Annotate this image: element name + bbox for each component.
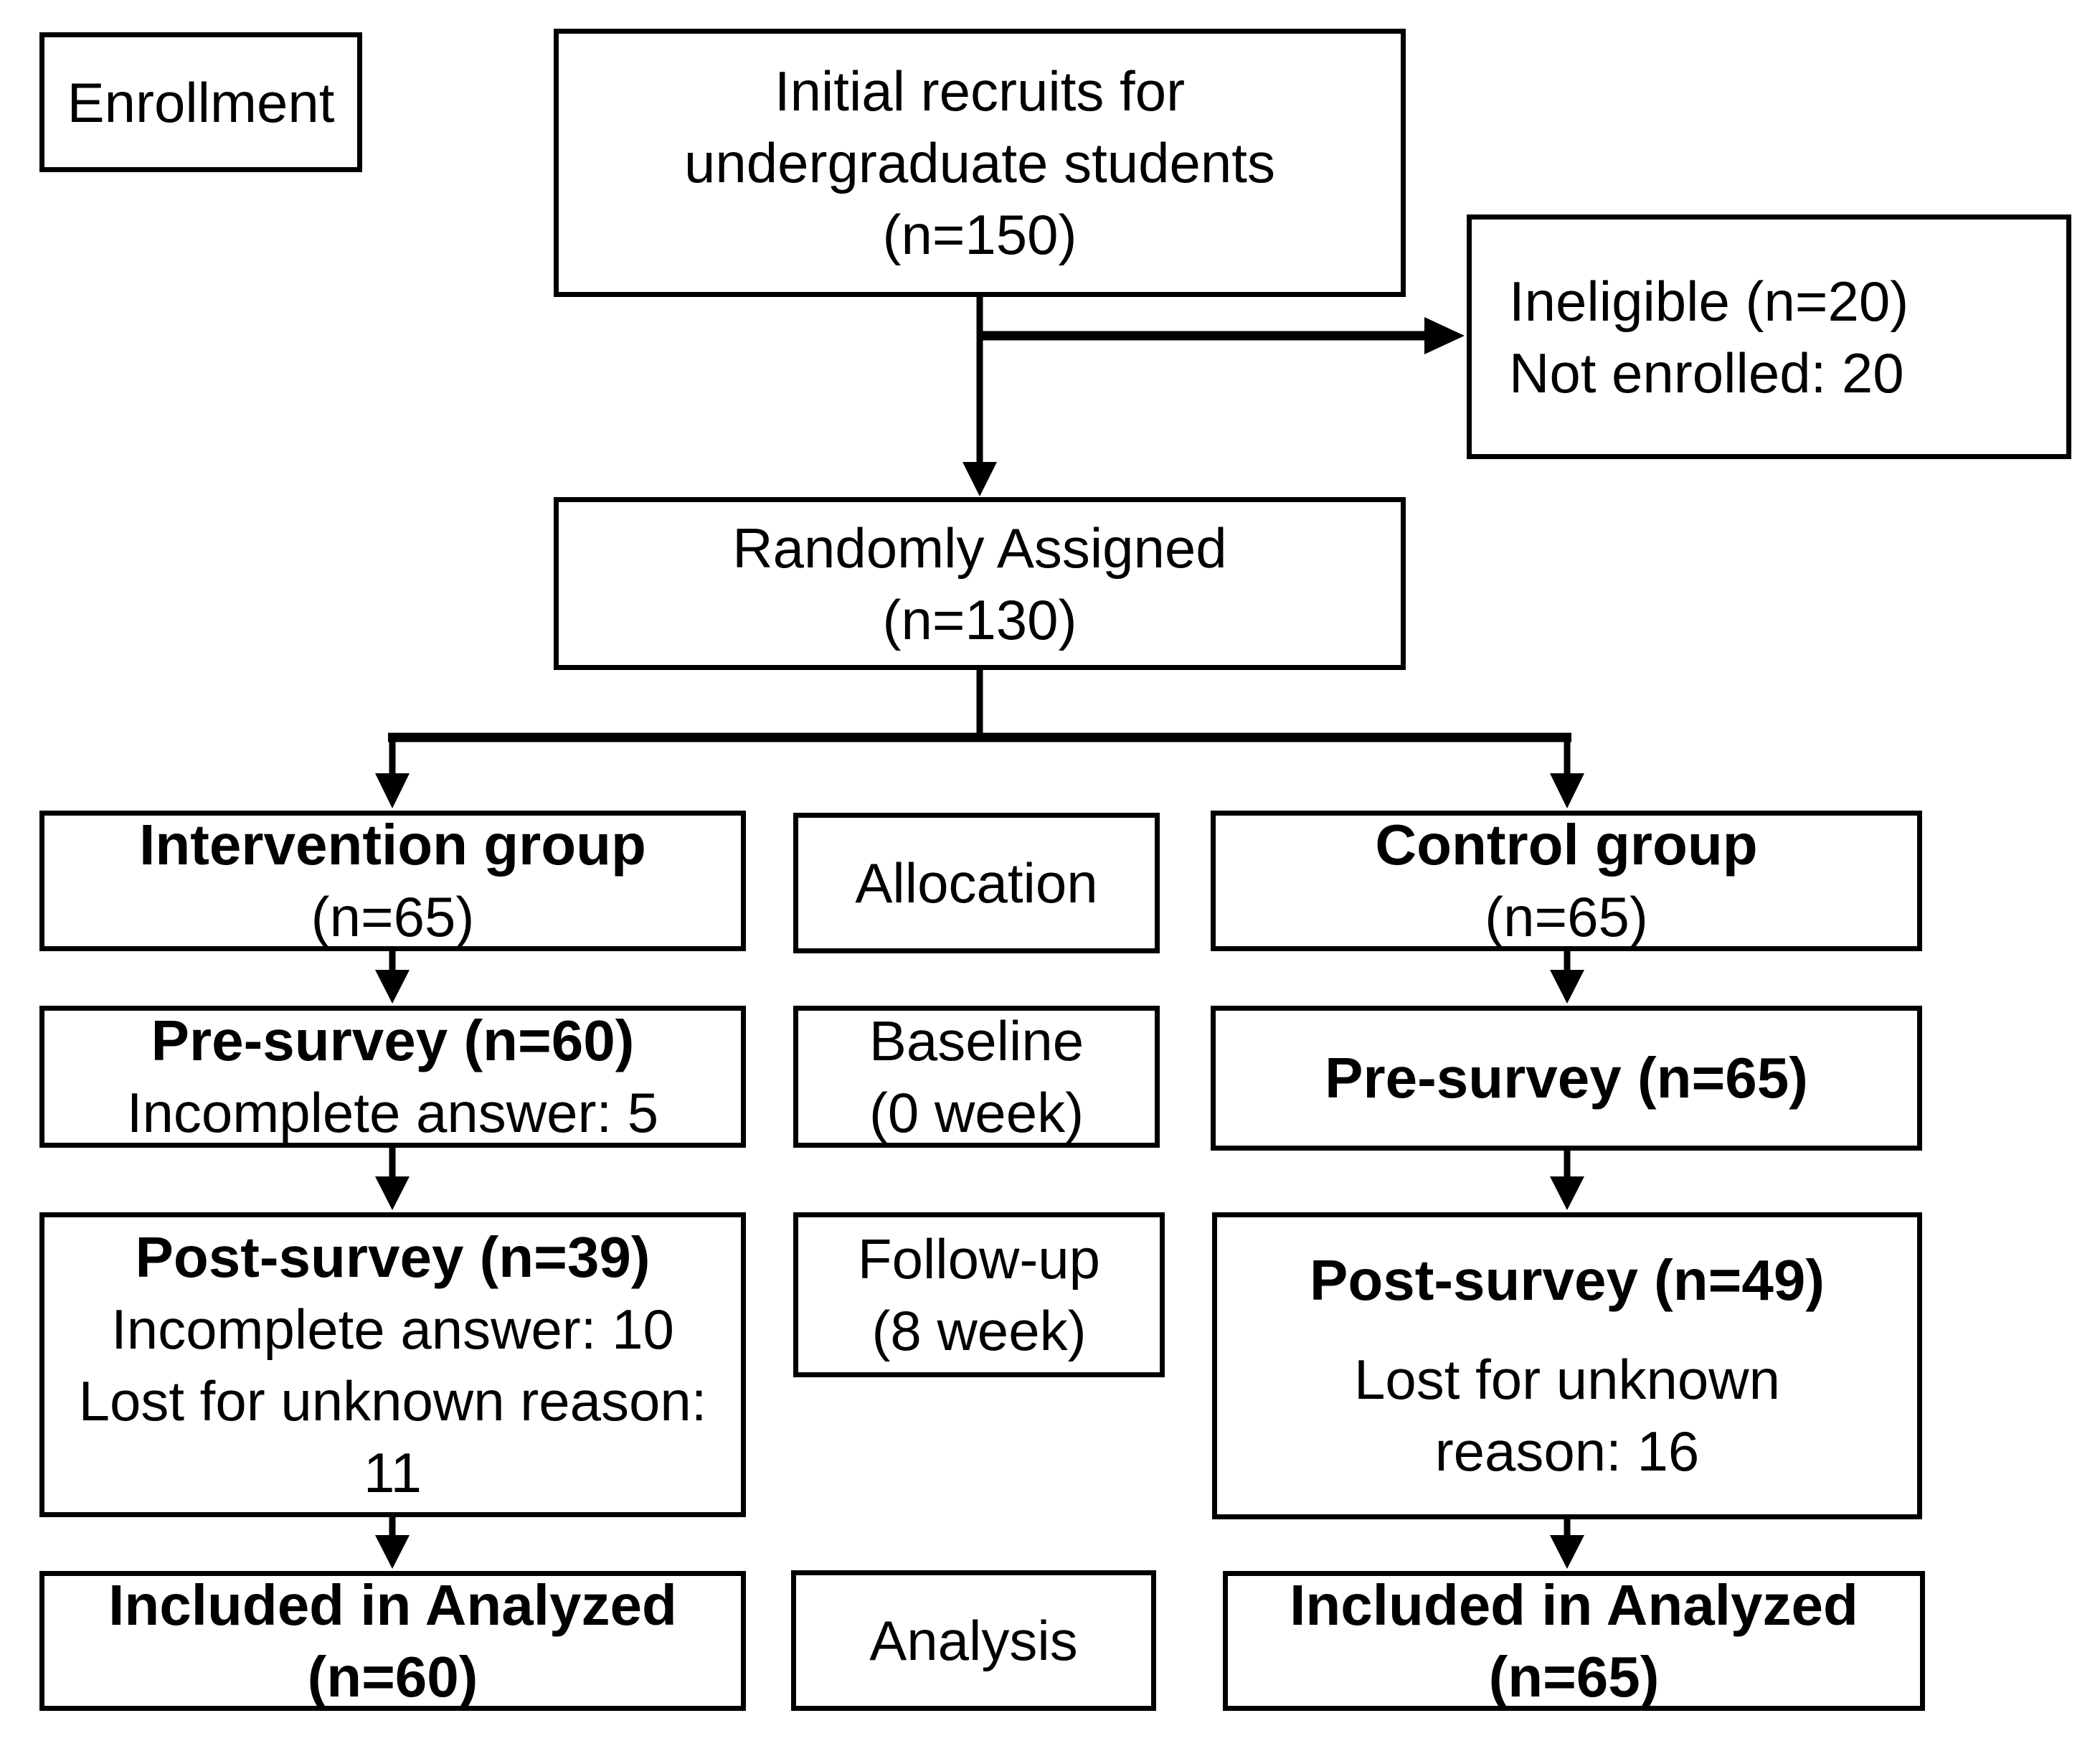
randomly-assigned-line: Randomly Assigned <box>732 516 1227 580</box>
box-allocation: Allocation <box>793 813 1160 953</box>
box-follow-up: Follow-up (8 week) <box>793 1212 1165 1377</box>
included-control-count: (n=65) <box>1488 1644 1660 1709</box>
arrowhead-into-randomly-assigned <box>962 462 997 496</box>
included-control-title: Included in Analyzed <box>1290 1572 1858 1637</box>
post-survey-control-title: Post-survey (n=49) <box>1309 1248 1825 1312</box>
included-intervention-count: (n=60) <box>307 1644 478 1709</box>
post-survey-control-note2: reason: 16 <box>1434 1420 1700 1483</box>
pre-survey-intervention-title: Pre-survey (n=60) <box>151 1009 635 1072</box>
intervention-group-count: (n=65) <box>311 885 475 948</box>
follow-up-week: (8 week) <box>871 1299 1087 1362</box>
post-survey-intervention-title: Post-survey (n=39) <box>135 1224 651 1289</box>
pre-survey-intervention-note: Incomplete answer: 5 <box>126 1081 659 1144</box>
allocation-label: Allocation <box>855 851 1098 915</box>
follow-up-label: Follow-up <box>857 1227 1101 1290</box>
box-pre-survey-control: Pre-survey (n=65) <box>1211 1006 1922 1151</box>
randomly-assigned-count: (n=130) <box>882 587 1077 651</box>
intervention-group-title: Intervention group <box>139 813 646 877</box>
control-group-count: (n=65) <box>1485 885 1648 948</box>
box-included-intervention: Included in Analyzed (n=60) <box>39 1571 746 1711</box>
box-post-survey-intervention: Post-survey (n=39) Incomplete answer: 10… <box>39 1212 746 1517</box>
initial-recruits-line: undergraduate students <box>684 131 1275 194</box>
arrowhead-into-intervention <box>375 773 410 808</box>
post-survey-intervention-note2: Lost for unknown reason: <box>78 1369 707 1433</box>
arrowhead-into-postsurvey-right <box>1550 1176 1584 1210</box>
box-pre-survey-intervention: Pre-survey (n=60) Incomplete answer: 5 <box>39 1006 746 1148</box>
included-intervention-title: Included in Analyzed <box>108 1572 677 1637</box>
analysis-label: Analysis <box>869 1609 1078 1672</box>
box-intervention-group: Intervention group (n=65) <box>39 811 746 951</box>
box-ineligible: Ineligible (n=20) Not enrolled: 20 <box>1467 214 2071 459</box>
box-control-group: Control group (n=65) <box>1211 811 1922 951</box>
arrowhead-into-control <box>1550 773 1584 808</box>
arrowhead-into-included-left <box>375 1535 410 1569</box>
box-initial-recruits: Initial recruits for undergraduate stude… <box>554 29 1406 297</box>
arrowhead-into-included-right <box>1550 1535 1584 1569</box>
initial-recruits-count: (n=150) <box>882 203 1077 266</box>
arrowhead-into-ineligible <box>1424 317 1465 354</box>
arrowhead-into-postsurvey-left <box>375 1176 410 1210</box>
box-post-survey-control: Post-survey (n=49) Lost for unknown reas… <box>1212 1212 1922 1519</box>
pre-survey-control-title: Pre-survey (n=65) <box>1325 1046 1808 1110</box>
box-analysis: Analysis <box>791 1570 1156 1711</box>
post-survey-intervention-note1: Incomplete answer: 10 <box>111 1297 674 1361</box>
arrowhead-into-presurvey-right <box>1550 970 1584 1004</box>
ineligible-line: Ineligible (n=20) <box>1509 269 1909 333</box>
box-included-control: Included in Analyzed (n=65) <box>1223 1571 1925 1711</box>
post-survey-intervention-note2-count: 11 <box>364 1440 422 1504</box>
box-enrollment: Enrollment <box>39 32 362 172</box>
box-randomly-assigned: Randomly Assigned (n=130) <box>554 497 1406 670</box>
initial-recruits-line: Initial recruits for <box>774 60 1186 123</box>
arrowhead-into-presurvey-left <box>375 970 410 1004</box>
baseline-week: (0 week) <box>869 1081 1084 1144</box>
box-baseline: Baseline (0 week) <box>793 1006 1160 1148</box>
baseline-label: Baseline <box>869 1009 1084 1072</box>
not-enrolled-line: Not enrolled: 20 <box>1509 341 1904 405</box>
enrollment-label: Enrollment <box>67 70 335 134</box>
control-group-title: Control group <box>1375 813 1758 877</box>
post-survey-control-note1: Lost for unknown <box>1353 1348 1781 1411</box>
